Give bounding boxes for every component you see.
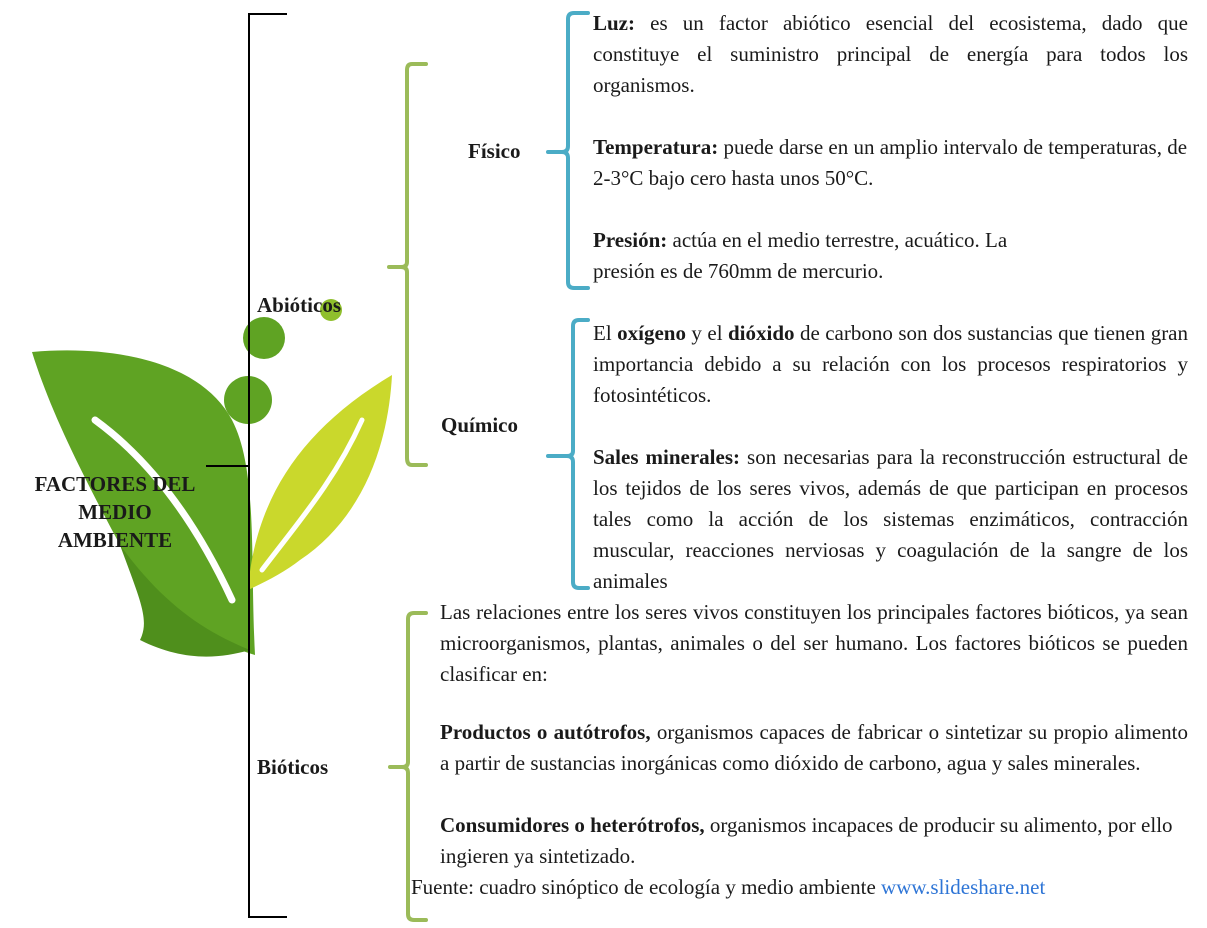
source-line: Fuente: cuadro sinóptico de ecología y m… — [411, 872, 1201, 903]
gases-oxigeno: oxígeno — [617, 321, 686, 345]
consumidores-term: Consumidores o heterótrofos, — [440, 813, 705, 837]
gases-dioxido: dióxido — [727, 321, 795, 345]
dark-green-leaf-tip — [120, 545, 250, 657]
root-line-1: FACTORES DEL — [34, 472, 196, 496]
fisico-temperatura: Temperatura: puede darse en un amplio in… — [593, 132, 1193, 194]
dot-small — [320, 299, 342, 321]
root-line-3: AMBIENTE — [57, 528, 173, 552]
bioticos-intro: Las relaciones entre los seres vivos con… — [440, 600, 1188, 686]
quimico-bracket — [546, 318, 590, 590]
productores-text: organismos capaces de fabricar o sinteti… — [440, 720, 1188, 775]
dark-green-leaf — [32, 350, 255, 655]
sales-text: son necesarias para la reconstrucción es… — [593, 445, 1189, 593]
source-text: Fuente: cuadro sinóptico de ecología y m… — [411, 875, 882, 899]
fisico-luz: Luz: es un factor abiótico esencial del … — [593, 8, 1188, 101]
leaf-logo — [32, 299, 392, 657]
gases-t3: de carbono son dos sustancias que tienen… — [593, 321, 1189, 407]
quimico-sales: Sales minerales: son necesarias para la … — [593, 442, 1188, 597]
presion-term: Presión: — [593, 228, 668, 252]
gases-t1: El — [593, 321, 618, 345]
bioticos-consumidores: Consumidores o heterótrofos, organismos … — [440, 810, 1190, 872]
root-line-2: MEDIO — [78, 500, 152, 524]
main-bracket — [206, 13, 287, 918]
luz-term: Luz: — [593, 11, 635, 35]
bioticos-label: Bióticos — [257, 755, 329, 779]
consumidores-text: organismos incapaces de producir su alim… — [440, 813, 1173, 868]
dot-medium — [243, 317, 285, 359]
luz-text: es un factor abiótico esencial del ecosi… — [593, 11, 1188, 97]
quimico-gases: El oxígeno y el dióxido de carbono son d… — [593, 318, 1188, 411]
fisico-bracket — [546, 11, 590, 290]
temperatura-term: Temperatura: — [593, 135, 719, 159]
fisico-label: Físico — [468, 139, 521, 163]
sales-term: Sales minerales: — [593, 445, 741, 469]
bioticos-productores: Productos o autótrofos, organismos capac… — [440, 717, 1188, 779]
presion-text: actúa en el medio terrestre, acuático. L… — [593, 228, 1008, 283]
bioticos-bracket — [388, 611, 428, 922]
light-leaf-vein — [259, 417, 365, 573]
leaf-vein — [91, 416, 236, 604]
fisico-presion: Presión: actúa en el medio terrestre, ac… — [593, 225, 1053, 287]
temperatura-text: puede darse en un amplio intervalo de te… — [593, 135, 1188, 190]
quimico-label: Químico — [441, 413, 518, 437]
abioticos-bracket — [387, 62, 428, 467]
root-title: FACTORES DEL MEDIO AMBIENTE — [0, 470, 230, 554]
productores-term: Productos o autótrofos, — [440, 720, 651, 744]
gases-t2: y el — [685, 321, 728, 345]
abioticos-label: Abióticos — [257, 293, 341, 317]
source-link[interactable]: www.slideshare.net — [881, 875, 1046, 899]
